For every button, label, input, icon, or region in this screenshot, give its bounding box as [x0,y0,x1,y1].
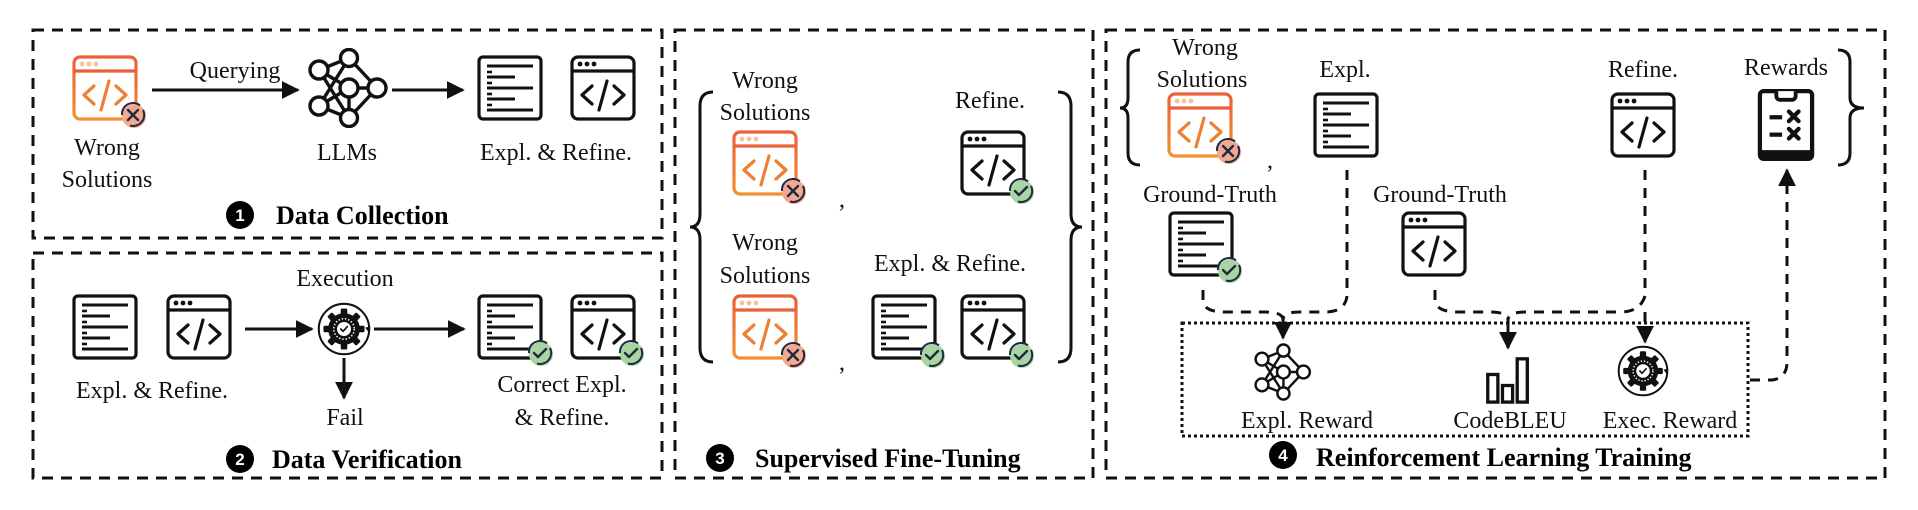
explanation-doc-icon [477,55,543,121]
panel-title-rl: Reinforcement Learning Training [1316,443,1692,472]
refined-code-icon [166,294,232,360]
rl-rewards-label: Rewards [1744,55,1828,81]
execution-gear-icon [316,301,372,357]
separator-comma: , [1267,148,1273,174]
llms-label: LLMs [317,140,377,166]
panel-data-collection: Wrong Solutions Querying LLMs Expl. & Re… [31,28,664,240]
rl-gt-expl-label: Ground-Truth [1143,182,1277,208]
separator-comma: , [839,350,845,376]
exec-reward-label: Exec. Reward [1603,408,1738,434]
step-number-2: 2 [235,450,244,469]
panel-data-verification: Expl. & Refine. Execution Fail Correct E… [31,251,664,480]
reward-functions-box [1180,321,1750,438]
rl-expl-label: Expl. [1319,57,1370,83]
refined-code-icon [570,55,636,121]
wrong-solutions-label-line2: Solutions [62,167,153,193]
panel-title-data-verification: Data Verification [272,445,462,474]
wrong-badge-icon [120,101,148,130]
wrong-badge-icon [1215,137,1243,166]
fail-label: Fail [326,405,364,431]
right-brace [1837,48,1865,167]
gt-expl-flow [1201,290,1285,321]
step-number-1: 1 [235,206,244,225]
right-brace [1057,90,1083,364]
rewards-feedback-flow [1750,182,1789,382]
rewards-clipboard-icon [1760,91,1812,159]
codebleu-label: CodeBLEU [1453,408,1566,434]
sft-row1-wrong-line1: Wrong [732,68,798,94]
exec-reward-gear-icon [1616,344,1670,398]
rl-gt-code-label: Ground-Truth [1373,182,1507,208]
correct-badge-icon [1008,341,1036,370]
querying-label: Querying [190,58,281,84]
execution-label: Execution [296,266,393,292]
rl-wrong-line1: Wrong [1172,35,1238,61]
rl-wrong-line2: Solutions [1157,67,1248,93]
separator-comma: , [839,187,845,213]
wrong-badge-icon [780,177,808,206]
gt-code-flow [1433,290,1510,321]
panel-rl: Wrong Solutions , Expl. Refine. Rewards … [1104,28,1887,480]
sft-row2-target-label: Expl. & Refine. [874,251,1026,277]
panel-title-sft: Supervised Fine-Tuning [755,444,1021,473]
correct-badge-icon [1216,256,1244,285]
rl-refine-label: Refine. [1608,57,1678,83]
step-number-3: 3 [715,449,724,468]
step-badge-2 [226,445,254,473]
expl-reward-model-icon [1254,343,1312,401]
explanation-doc-icon [72,294,138,360]
correct-badge-icon [527,339,555,368]
correct-badge-icon [919,341,947,370]
step-number-4: 4 [1278,446,1288,465]
expl-flow [1281,170,1349,321]
sft-row2-wrong-line1: Wrong [732,230,798,256]
panel-title-data-collection: Data Collection [276,201,449,230]
ground-truth-code-icon [1401,211,1467,277]
correct-badge-icon [1008,177,1036,206]
panel-border [31,251,664,480]
explanation-doc-icon [1313,92,1379,158]
correct-badge-icon [618,339,646,368]
left-brace [1119,48,1141,167]
wrong-solutions-label-line1: Wrong [74,135,140,161]
left-brace [689,90,714,364]
expl-refine-label: Expl. & Refine. [76,378,228,404]
sft-row2-wrong-line2: Solutions [720,263,811,289]
sft-row1-target-label: Refine. [955,88,1025,114]
expl-refine-label: Expl. & Refine. [480,140,632,166]
step-badge-3 [706,444,734,472]
panel-border [673,28,1095,480]
refined-code-icon [1610,92,1676,158]
correct-output-label-line1: Correct Expl. [497,372,626,398]
codebleu-bars-icon [1486,357,1530,404]
refine-flow [1506,170,1647,321]
sft-row1-wrong-line2: Solutions [720,100,811,126]
llm-network-icon [308,48,388,128]
correct-output-label-line2: & Refine. [515,405,610,431]
wrong-badge-icon [780,341,808,370]
panel-border [1104,28,1887,480]
expl-reward-label: Expl. Reward [1241,408,1373,434]
panel-sft: Wrong Solutions , Refine. Wrong Solution… [673,28,1095,480]
step-badge-1 [226,201,254,229]
panel-border [31,28,664,240]
step-badge-4 [1269,441,1297,469]
